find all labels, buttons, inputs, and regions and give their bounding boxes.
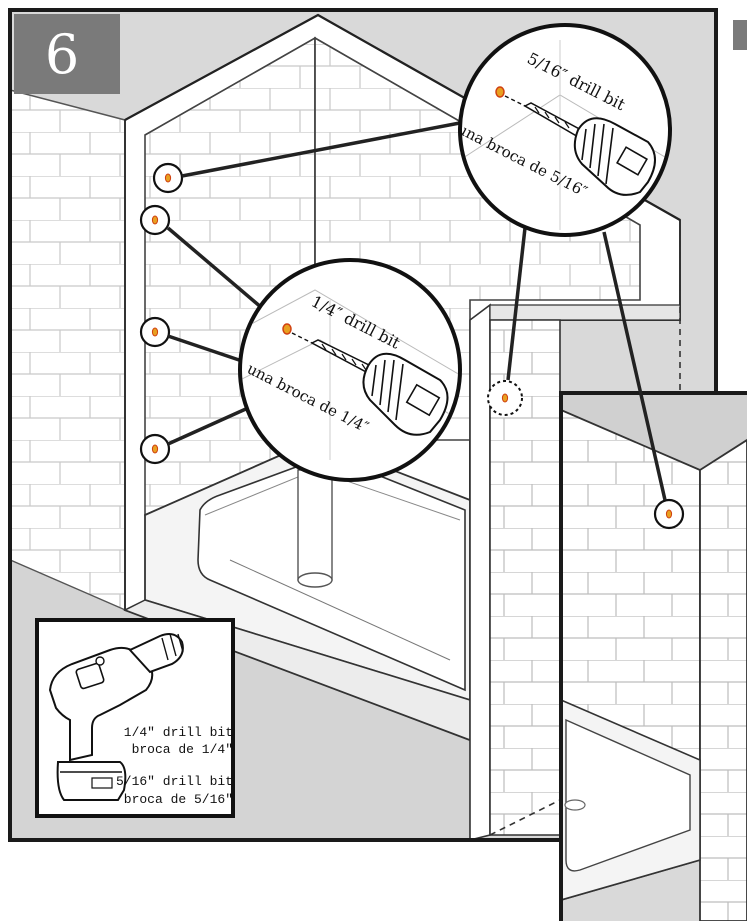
hole-marker-dashed: [488, 381, 522, 415]
tub-drain-column: [298, 470, 332, 580]
zoom-callout-quarter-inch: 1/4″ drill bit una broca de 1/4″: [240, 260, 460, 480]
hole-marker-side: [655, 500, 683, 528]
hole-icon: [496, 87, 504, 97]
inset-quarter-en: 1/4″ drill bit: [124, 725, 233, 740]
inset-quarter-es: broca de 1/4″: [132, 742, 233, 757]
hole-marker-3: [141, 318, 169, 346]
hole-icon: [283, 324, 291, 334]
tool-inset: 1/4″ drill bit broca de 1/4″ 5/16″ drill…: [37, 620, 233, 816]
side-panel: [561, 393, 747, 921]
next-step-badge: [733, 20, 747, 50]
step-number: 6: [45, 23, 79, 86]
hole-marker-1: [154, 164, 182, 192]
hole-marker-4: [141, 435, 169, 463]
inset-five-sixteenth-es: broca de 5/16″: [124, 792, 233, 807]
left-wall-tiles: [10, 90, 125, 610]
hole-marker-2: [141, 206, 169, 234]
inset-five-sixteenth-en: 5/16″ drill bit: [116, 774, 233, 789]
